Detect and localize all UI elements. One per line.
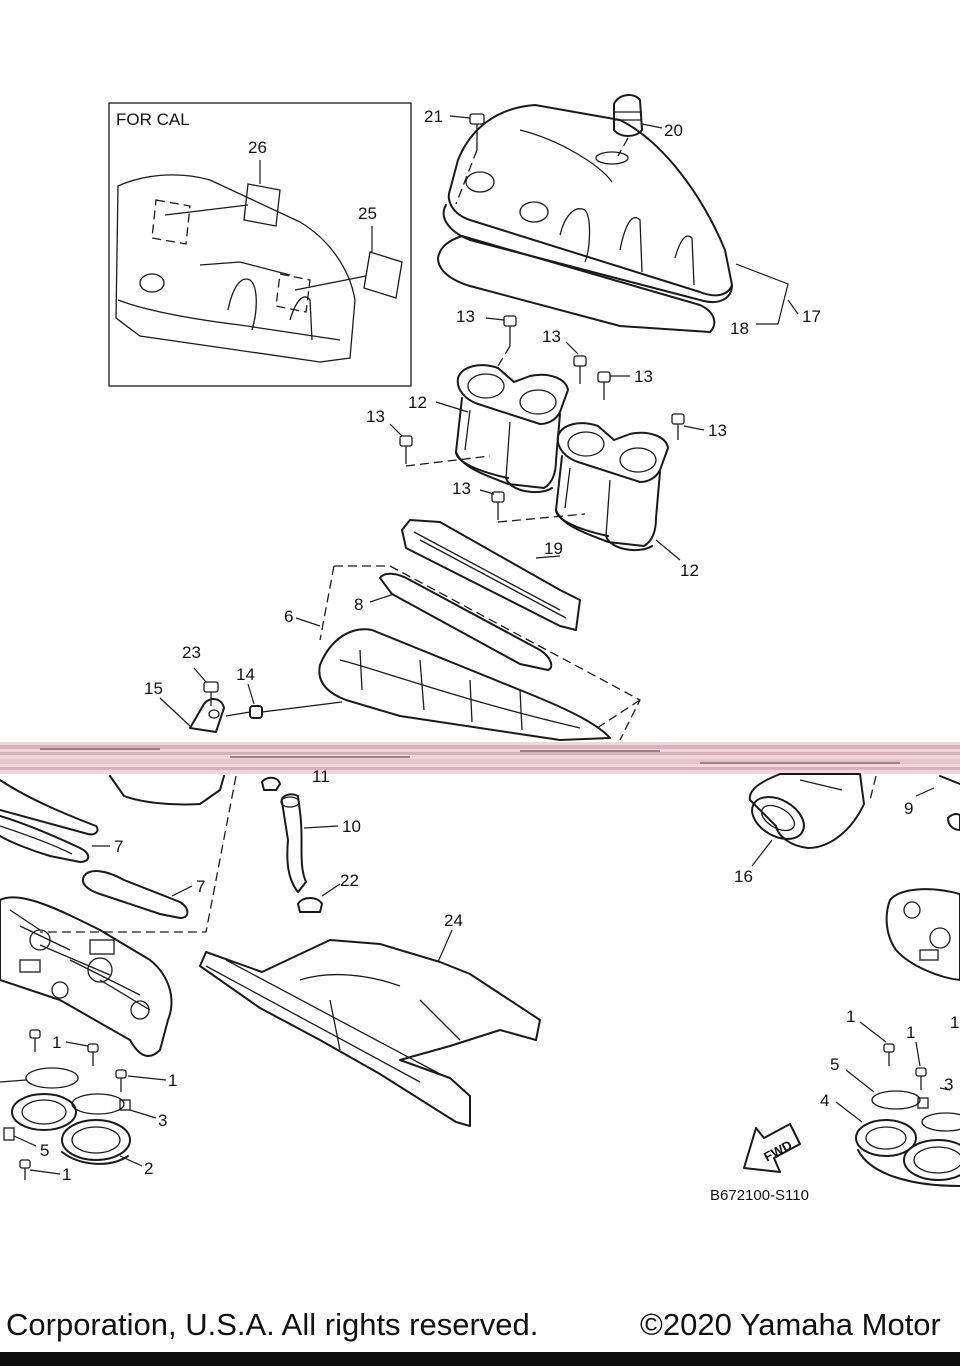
- label-25-shape: [363, 251, 403, 299]
- bolt-13-f: [491, 491, 586, 523]
- callout-21: 21: [424, 107, 443, 126]
- callout-4: 4: [820, 1091, 829, 1110]
- callout-15: 15: [144, 679, 163, 698]
- callout-20: 20: [664, 121, 683, 140]
- fwd-label: FWD: [761, 1137, 794, 1164]
- callout-1-c: 1: [62, 1165, 71, 1184]
- bottom-bar: [0, 1352, 960, 1366]
- nut-14: [249, 705, 263, 719]
- throttle-body-right: [885, 888, 960, 981]
- callout-7-a: 7: [114, 837, 123, 856]
- callout-6: 6: [284, 607, 293, 626]
- callout-12-a: 12: [408, 393, 427, 412]
- callout-13-d: 13: [366, 407, 385, 426]
- callout-9: 9: [904, 799, 913, 818]
- callout-2: 2: [144, 1159, 153, 1178]
- bolts-1-left: [19, 1029, 127, 1180]
- bracket-15: [189, 698, 225, 733]
- hose-assembly: 11 10 22: [261, 767, 361, 913]
- callout-18: 18: [730, 319, 749, 338]
- callout-12-b: 12: [680, 561, 699, 580]
- bolt-13-d: [399, 435, 491, 467]
- callout-1-b: 1: [168, 1071, 177, 1090]
- bolt-23: [203, 681, 219, 706]
- bolt-13-c: [597, 371, 611, 400]
- hose-10: [280, 793, 307, 893]
- throttle-body-left: [0, 896, 173, 1057]
- plug-20: [613, 94, 643, 137]
- joint-2-left: [11, 1093, 131, 1165]
- callout-13-c: 13: [634, 367, 653, 386]
- callout-25: 25: [358, 204, 377, 223]
- bolt-13-e: [671, 413, 685, 440]
- callout-13-f: 13: [452, 479, 471, 498]
- callout-1-d: 1: [846, 1007, 855, 1026]
- bolt-21: [469, 113, 485, 150]
- callout-19: 19: [544, 539, 563, 558]
- joint-4-right: [855, 1119, 960, 1187]
- callout-16: 16: [734, 867, 753, 886]
- intake-funnels: 13 13 13 13 13 13 12 12: [366, 307, 727, 580]
- callout-13-e: 13: [708, 421, 727, 440]
- inset-for-cal: FOR CAL 26 25: [108, 102, 412, 387]
- lower-left-assembly: 7 7: [0, 775, 237, 1184]
- right-assembly: 16 9: [734, 773, 960, 1187]
- callout-7-b: 7: [196, 877, 205, 896]
- callout-1-a: 1: [52, 1033, 61, 1052]
- air-filter-19: [401, 519, 581, 631]
- gasket-7-b: [82, 870, 189, 919]
- heat-shield-24: 24: [199, 911, 541, 1127]
- callout-5-a: 5: [40, 1141, 49, 1160]
- callout-5-b: 5: [830, 1055, 839, 1074]
- callout-10: 10: [342, 817, 361, 836]
- duct-16: [748, 773, 865, 849]
- clamp-22: [297, 897, 323, 913]
- bolt-13-a: [497, 315, 517, 367]
- clamp-5-left: [3, 1067, 131, 1141]
- air-box-assembly: 6 23 14 15: [144, 565, 641, 741]
- callout-13-a: 13: [456, 307, 475, 326]
- footer-copyright-right: ©2020 Yamaha Motor: [640, 1307, 941, 1342]
- seal-8: [379, 572, 553, 671]
- callout-3-b: 3: [944, 1075, 953, 1094]
- callout-26: 26: [248, 138, 267, 157]
- fwd-arrow: FWD: [743, 1123, 801, 1173]
- air-filter-assembly: 19 8: [354, 519, 581, 671]
- callout-11: 11: [312, 767, 330, 786]
- footer-copyright-left: Corporation, U.S.A. All rights reserved.: [6, 1307, 539, 1342]
- head-cover-assembly: 21 20 17 18: [424, 94, 821, 338]
- callout-1-f: 1: [950, 1013, 959, 1032]
- callout-1-e: 1: [906, 1023, 915, 1042]
- label-26-shape: [243, 183, 281, 227]
- inset-label: FOR CAL: [116, 110, 190, 129]
- callout-22: 22: [340, 871, 359, 890]
- callout-17: 17: [802, 307, 821, 326]
- callout-13-b: 13: [542, 327, 561, 346]
- callout-14: 14: [236, 665, 255, 684]
- clamp-11: [261, 776, 281, 791]
- callout-24: 24: [444, 911, 463, 930]
- callout-23: 23: [182, 643, 201, 662]
- bolts-1-right: [883, 1043, 927, 1090]
- clamp-5-right: [871, 1090, 960, 1132]
- callout-8: 8: [354, 595, 363, 614]
- air-box-6: [318, 628, 611, 741]
- callout-3-a: 3: [158, 1111, 167, 1130]
- gasket-18: [437, 235, 716, 333]
- diagram-code: B672100-S110: [710, 1187, 809, 1204]
- bolt-13-b: [573, 355, 587, 384]
- scan-glitch-band: [0, 742, 960, 774]
